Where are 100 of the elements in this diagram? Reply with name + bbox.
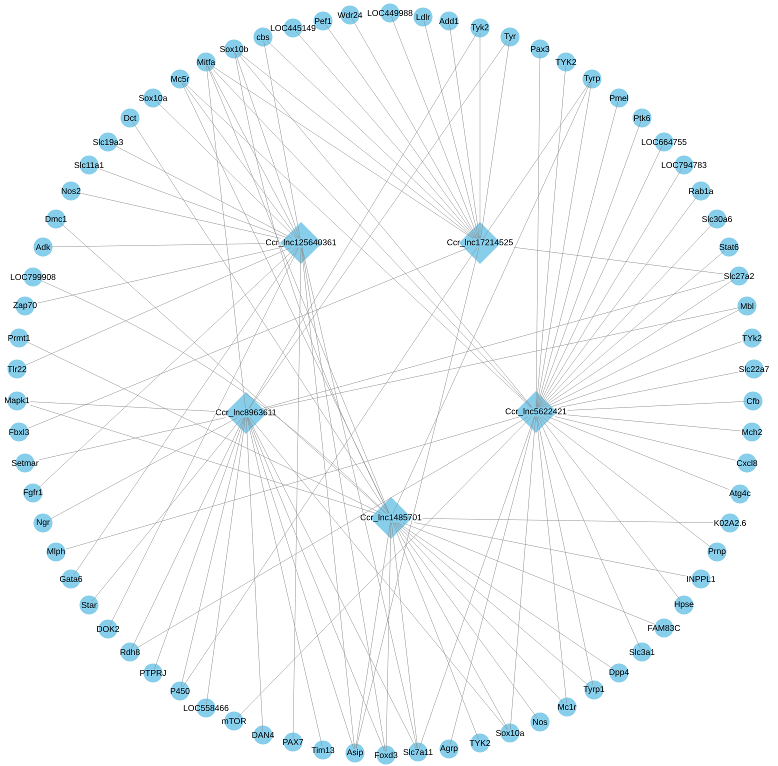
edge-line (156, 101, 297, 239)
gene-node: Mlph (46, 542, 66, 562)
edge-line (392, 83, 590, 514)
edge-line (559, 372, 738, 408)
edge-line (554, 416, 736, 460)
gene-node: Mc1r (558, 698, 576, 716)
edge-line (567, 414, 742, 432)
edge-line (536, 83, 592, 408)
edge-line (510, 416, 536, 730)
gene-node: Rab1a (689, 182, 714, 200)
edge-line (536, 52, 540, 408)
edge-line (26, 341, 382, 514)
gene-node: mTOR (222, 712, 246, 730)
edge-line (395, 522, 564, 704)
gene-node: Setmar (12, 454, 38, 472)
gene-node: Tyk2 (470, 18, 490, 38)
edge-line (235, 52, 300, 239)
gene-node: Foxd3 (374, 746, 398, 764)
edge-line (396, 522, 589, 686)
edge-line (38, 247, 296, 489)
gene-node: Nos2 (62, 182, 80, 200)
edge-line (356, 247, 480, 749)
gene-node: Tyrp1 (584, 680, 604, 700)
gene-node: Tyr (500, 28, 520, 46)
gene-node: FAM83C (648, 618, 680, 638)
gene-node: Sox10a (496, 724, 524, 742)
edge-line (182, 82, 298, 239)
edge-line (267, 307, 740, 409)
edge-line (234, 52, 389, 514)
edge-line (237, 416, 532, 718)
gene-node: Rdh8 (120, 642, 140, 662)
edge-line (355, 522, 391, 749)
edge-line (154, 417, 245, 670)
gene-node: Sox10b (220, 40, 248, 58)
gene-node: Ngr (34, 514, 52, 532)
gene-node: LOC449988 (368, 4, 412, 22)
gene-node: Mch2 (742, 422, 762, 442)
gene-node: Fgfr1 (24, 484, 42, 502)
edge-line (180, 417, 246, 688)
gene-node: Gata6 (60, 570, 82, 588)
edge-line (422, 518, 714, 523)
gene-node: TYK2 (470, 734, 490, 752)
gene-node: TYK2 (556, 52, 576, 72)
edge-line (292, 247, 302, 739)
edge-line (247, 417, 354, 749)
edge-line (352, 18, 478, 239)
edge-line (266, 40, 476, 239)
gene-node: Slc19a3 (93, 132, 123, 152)
gene-node: Dpp4 (610, 664, 629, 682)
edge-line (542, 280, 734, 408)
edge-line (539, 416, 681, 601)
gene-node: K02A2.6 (714, 514, 746, 532)
edge-line (536, 65, 566, 408)
edge-line (567, 401, 746, 411)
edge-line (41, 280, 386, 514)
edge-line (296, 31, 476, 239)
gene-node: Ldlr (414, 8, 432, 26)
edge-line (212, 66, 474, 239)
gene-node: Slc22a7 (739, 360, 769, 378)
gene-node: Dmc1 (46, 210, 67, 228)
edge-line (538, 416, 641, 648)
gene-node: Hpse (674, 596, 694, 614)
edge-line (246, 417, 322, 746)
gene-node: Zap70 (13, 296, 37, 316)
edge-line (25, 247, 291, 366)
edge-line (238, 52, 474, 239)
edge-line (398, 522, 613, 669)
gene-node: LOC445149 (270, 18, 316, 38)
gene-node: Sox10a (139, 88, 168, 108)
edge-line (419, 416, 535, 748)
gene-node: Tim13 (312, 740, 334, 760)
edge-line (480, 41, 510, 239)
gene-node: Tyrp (582, 70, 602, 88)
gene-node: Add1 (439, 12, 458, 30)
edge-line (391, 16, 478, 239)
edge-line (262, 280, 726, 409)
edge-line (450, 416, 536, 745)
edge-line (482, 83, 590, 239)
edge-line (206, 417, 246, 705)
edge-line (136, 416, 528, 648)
edge-line (547, 416, 730, 490)
edge-line (539, 194, 698, 408)
edge-line (541, 250, 725, 408)
gene-node: INPPL1 (687, 570, 716, 588)
gene-node: Atg4c (729, 484, 751, 504)
edge-line (39, 417, 226, 460)
gene-node: Adk (34, 238, 52, 256)
edge-line (132, 121, 388, 514)
gene-node: Mitfa (196, 52, 216, 72)
edge-line (302, 247, 386, 752)
edge-line (414, 522, 686, 576)
gene-node: Mc5r (170, 70, 190, 88)
gene-node: Mbl (738, 296, 756, 316)
gene-node: Slc11a1 (74, 156, 104, 174)
gene-node: Prmt1 (8, 328, 30, 348)
gene-node: TYk2 (742, 328, 762, 348)
gene-node: Ptk6 (632, 108, 652, 128)
edge-line (206, 66, 246, 409)
gene-node: Cxcl8 (736, 454, 758, 472)
gene-node: Mapk1 (4, 392, 30, 410)
